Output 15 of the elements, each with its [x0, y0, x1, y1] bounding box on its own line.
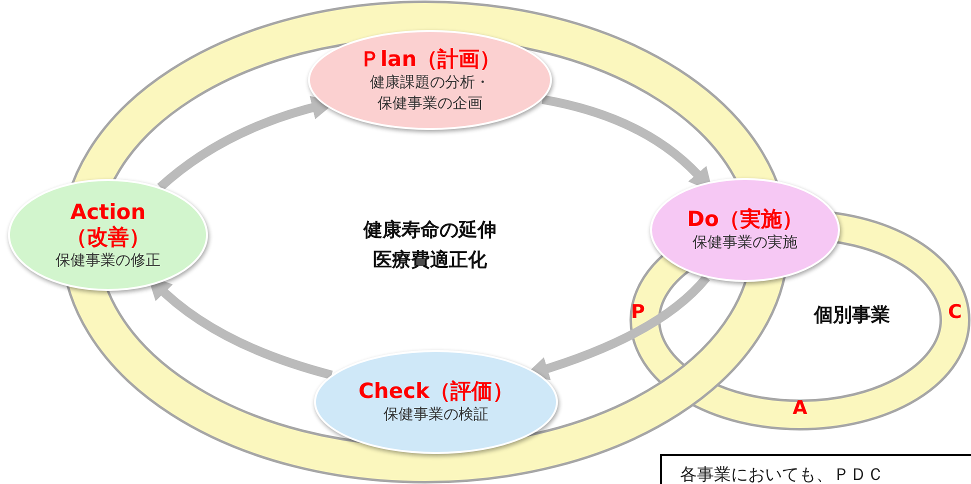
cycle-letter: C — [947, 300, 963, 324]
stage-description: 健康課題の分析・保健事業の企画 — [369, 72, 491, 113]
center-goal-text: 健康寿命の延伸医療費適正化 — [362, 218, 498, 273]
cycle-letter: P — [630, 300, 646, 324]
note-text: 各事業においても、ＰＤＣ — [680, 466, 884, 484]
stage-title: Do（実施） — [687, 207, 803, 232]
stage-description: 保健事業の実施 — [692, 232, 798, 253]
stage-title: Action （改善） — [65, 200, 151, 250]
note-box — [660, 454, 971, 484]
stage-description: 保健事業の検証 — [384, 404, 488, 425]
stage-description: 保健事業の修正 — [56, 250, 160, 270]
stage-title: Check（評価） — [358, 379, 514, 404]
stage-title: Ｐlan（計画） — [359, 47, 501, 72]
cycle-letter: A — [792, 396, 808, 420]
individual-project-label: 個別事業 — [812, 304, 891, 326]
